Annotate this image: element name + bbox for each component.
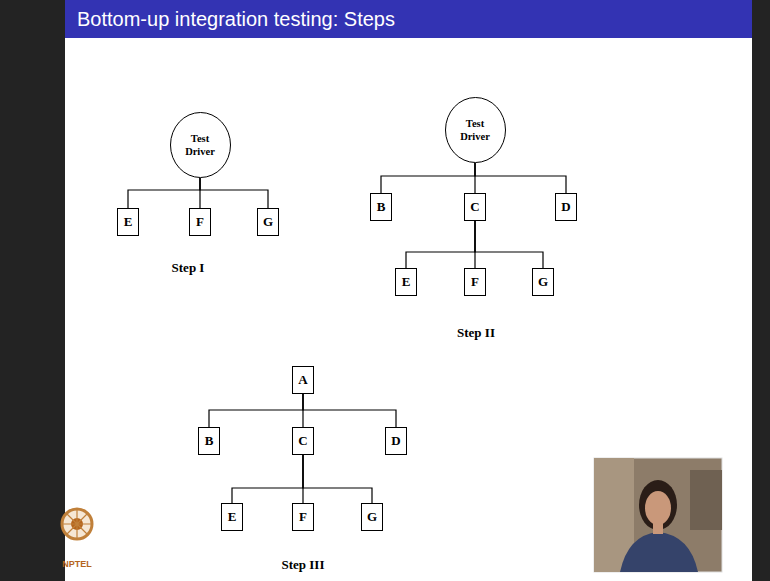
tree-connector	[303, 455, 372, 503]
title-bar: Bottom-up integration testing: Steps	[65, 0, 752, 38]
module-box: F	[464, 268, 486, 296]
module-box: G	[257, 208, 279, 236]
tree-connector	[303, 394, 396, 427]
node-text: D	[391, 433, 400, 449]
node-text: E	[402, 274, 411, 290]
module-box: D	[385, 427, 407, 455]
module-box: C	[464, 193, 486, 221]
node-text: Test Driver	[181, 132, 219, 158]
tree-connector	[128, 178, 200, 208]
node-text: A	[298, 372, 307, 388]
module-box: E	[395, 268, 417, 296]
node-text: B	[205, 433, 214, 449]
tree-connector	[209, 394, 303, 427]
node-text: G	[367, 509, 377, 525]
module-box: D	[555, 193, 577, 221]
ellipse-outline	[445, 97, 506, 163]
module-box: F	[292, 503, 314, 531]
ellipse-outline	[170, 112, 231, 178]
node-text: E	[228, 509, 237, 525]
node-text: F	[299, 509, 307, 525]
node-text: F	[196, 214, 204, 230]
tree-connector	[381, 163, 475, 193]
module-box: G	[361, 503, 383, 531]
module-box: C	[292, 427, 314, 455]
node-text: G	[538, 274, 548, 290]
tree-connector	[200, 178, 268, 208]
node-text: F	[471, 274, 479, 290]
slide-page	[65, 0, 752, 581]
module-box: A	[292, 366, 314, 394]
module-box: B	[198, 427, 220, 455]
tree-connector	[475, 163, 566, 193]
module-box: F	[189, 208, 211, 236]
node-text: Test Driver	[456, 117, 494, 143]
step-label: Step II	[457, 325, 495, 341]
tree-connector	[406, 221, 475, 268]
node-text: B	[377, 199, 386, 215]
driver-ellipse: Test Driver	[445, 97, 506, 163]
node-text: C	[298, 433, 307, 449]
logo-text: NPTEL	[62, 559, 92, 569]
node-text: C	[470, 199, 479, 215]
driver-ellipse: Test Driver	[170, 112, 231, 178]
node-text: G	[263, 214, 273, 230]
module-box: G	[532, 268, 554, 296]
node-text: D	[561, 199, 570, 215]
tree-connector	[232, 455, 303, 503]
module-box: B	[370, 193, 392, 221]
module-box: E	[117, 208, 139, 236]
step-label: Step I	[172, 260, 205, 276]
webcam-inset	[594, 458, 722, 572]
slide-title: Bottom-up integration testing: Steps	[65, 8, 395, 31]
node-text: E	[124, 214, 133, 230]
step-label: Step III	[282, 557, 325, 573]
nptel-logo	[62, 509, 92, 539]
module-box: E	[221, 503, 243, 531]
tree-connector	[475, 221, 543, 268]
